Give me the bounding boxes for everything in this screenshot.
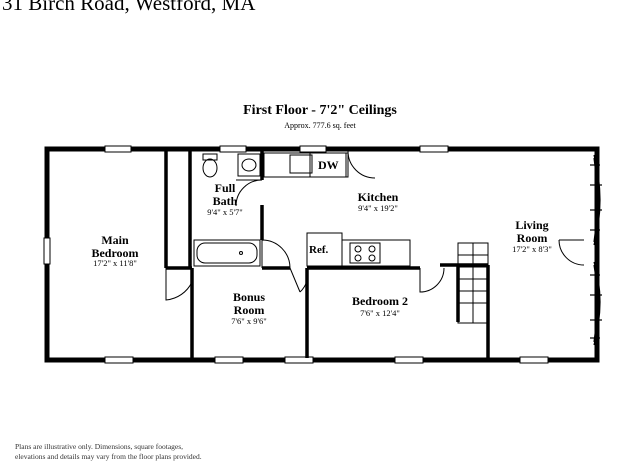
room-bonus-room-name-2: Room [234, 303, 265, 317]
room-bedroom-2-dims: 7'6" x 12'4" [360, 308, 400, 318]
stairs [457, 242, 489, 324]
property-address: 31 Birch Road, Westford, MA [2, 0, 256, 15]
room-main-bedroom-name-1: Main [101, 233, 129, 247]
dishwasher-label: DW [318, 158, 339, 172]
room-living-room-name-1: Living [515, 218, 548, 232]
room-bonus-room-dims: 7'6" x 9'6" [231, 316, 267, 326]
refrigerator-label: Ref. [309, 244, 328, 256]
bay-window [590, 154, 602, 346]
room-main-bedroom-dims: 17'2" x 11'8" [93, 258, 137, 268]
plan-title: First Floor - 7'2" Ceilings [243, 103, 397, 118]
bath-fixtures [193, 153, 261, 267]
plan-disclaimer: Plans are illustrative only. Dimensions,… [15, 442, 202, 461]
room-full-bath-dims: 9'4" x 5'7" [207, 207, 243, 217]
room-main-bedroom-name-2: Bedroom [91, 246, 138, 260]
room-full-bath-name-1: Full [215, 181, 236, 195]
room-bedroom-2-name: Bedroom 2 [352, 294, 408, 308]
room-living-room-dims: 17'2" x 8'3" [512, 244, 552, 254]
room-full-bath-name-2: Bath [213, 194, 238, 208]
room-bonus-room-name-1: Bonus [233, 290, 265, 304]
kitchen-fixtures [263, 152, 411, 267]
room-kitchen-name: Kitchen [358, 190, 399, 204]
doors [165, 150, 585, 301]
windows [43, 145, 549, 364]
room-living-room-name-2: Room [517, 231, 548, 245]
plan-area: Approx. 777.6 sq. feet [284, 121, 356, 130]
room-kitchen-dims: 9'4" x 19'2" [358, 203, 398, 213]
